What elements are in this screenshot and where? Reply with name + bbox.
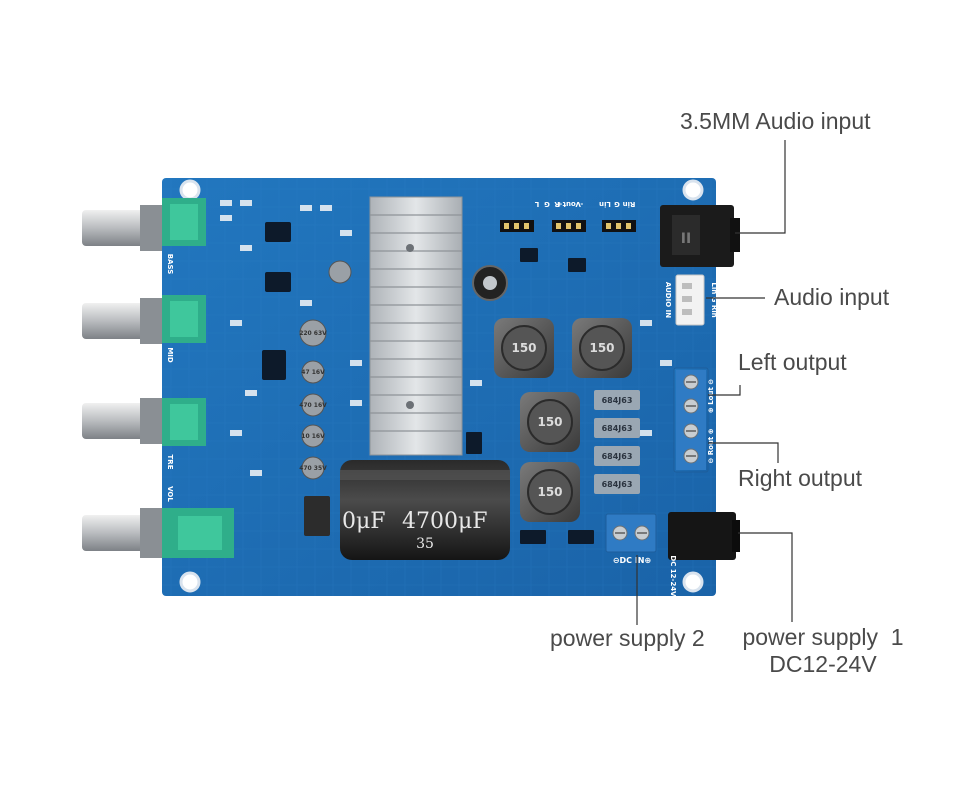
mounting-hole — [179, 179, 201, 201]
dc-screw-terminal — [605, 513, 657, 553]
film-capacitors — [594, 390, 640, 494]
mounting-hole — [682, 571, 704, 593]
rout-board-label: ⊖ Rout ⊕ — [707, 428, 715, 463]
cap-label: 10 16V — [301, 433, 325, 440]
cap-label: 220 63V — [299, 330, 327, 337]
film-cap-label: 684J63 — [602, 452, 633, 461]
smd-components — [262, 222, 594, 544]
leader-lines — [636, 140, 793, 625]
audio-input-connector — [675, 274, 705, 326]
inductors — [494, 318, 632, 522]
callout-power-supply-1: power supply 1 DC12-24V — [738, 624, 908, 678]
header-label-rin: Rin — [623, 200, 636, 208]
header-label-vout: -Vout+ — [557, 200, 584, 208]
smd-resistors — [220, 200, 672, 476]
main-cap-voltage: 35 — [416, 536, 434, 552]
callout-power-supply-1-line2: DC12-24V — [769, 651, 877, 677]
cap-label: 47 16V — [301, 369, 325, 376]
audio-jack-35mm: II — [660, 205, 740, 267]
film-cap-label: 684J63 — [602, 480, 633, 489]
heatsink — [369, 196, 463, 456]
header-pins — [500, 220, 636, 232]
knob-label-vol: VOL — [166, 486, 174, 502]
dc-voltage-board-label: DC 12-24V — [669, 555, 677, 597]
inductor-label: 150 — [537, 485, 562, 499]
mounting-hole — [682, 179, 704, 201]
main-cap-value: 4700μF — [402, 509, 488, 534]
header-label-lin: Lin — [599, 200, 611, 208]
knob-label-bass: BASS — [166, 254, 174, 275]
film-cap-label: 684J63 — [602, 396, 633, 405]
cap-label: 470 16V — [299, 402, 327, 409]
inductor-label: 150 — [511, 341, 536, 355]
speaker-terminals — [673, 367, 709, 473]
knob-tre — [82, 398, 206, 446]
cap-label: 470 35V — [299, 465, 327, 472]
header-label-g2: G — [614, 200, 620, 208]
dc-in-board-label: ⊖DC IN⊕ — [613, 556, 651, 565]
mounting-hole — [179, 571, 201, 593]
callout-power-supply-2: power supply 2 — [550, 625, 705, 651]
audio-in-board-label: AUDIO IN — [664, 282, 672, 318]
lout-board-label: ⊕ Lout ⊖ — [707, 379, 715, 413]
knob-bass — [82, 198, 206, 251]
callout-35mm-audio-input: 3.5MM Audio input — [680, 108, 871, 134]
callout-right-output: Right output — [738, 465, 863, 491]
inductor-label: 150 — [537, 415, 562, 429]
leader-right-output — [708, 442, 779, 463]
header-label-r: R — [554, 200, 560, 208]
leader-power-1 — [738, 532, 793, 622]
svg-text:II: II — [681, 231, 691, 247]
knob-vol — [82, 508, 234, 558]
main-cap-value-partial: 0μF — [342, 509, 386, 534]
header-label-g: G — [544, 200, 550, 208]
film-cap-label: 684J63 — [602, 424, 633, 433]
leader-left-output — [708, 385, 741, 396]
knob-label-mid: MID — [166, 347, 174, 363]
callout-power-supply-1-line1: power supply 1 — [742, 624, 904, 650]
header-label-l: L — [534, 200, 539, 208]
leader-audio-35mm — [735, 140, 786, 234]
dc-barrel-jack — [668, 512, 740, 560]
small-capacitors — [299, 260, 508, 480]
knob-mid — [82, 295, 206, 344]
lin-g-rin-board-label: Lin G Rin — [710, 282, 718, 317]
inductor-label: 150 — [589, 341, 614, 355]
main-capacitor: 0μF 4700μF 35 — [340, 460, 510, 560]
callout-left-output: Left output — [738, 349, 847, 375]
knob-label-tre: TRE — [166, 455, 174, 470]
callout-audio-input: Audio input — [774, 284, 890, 310]
